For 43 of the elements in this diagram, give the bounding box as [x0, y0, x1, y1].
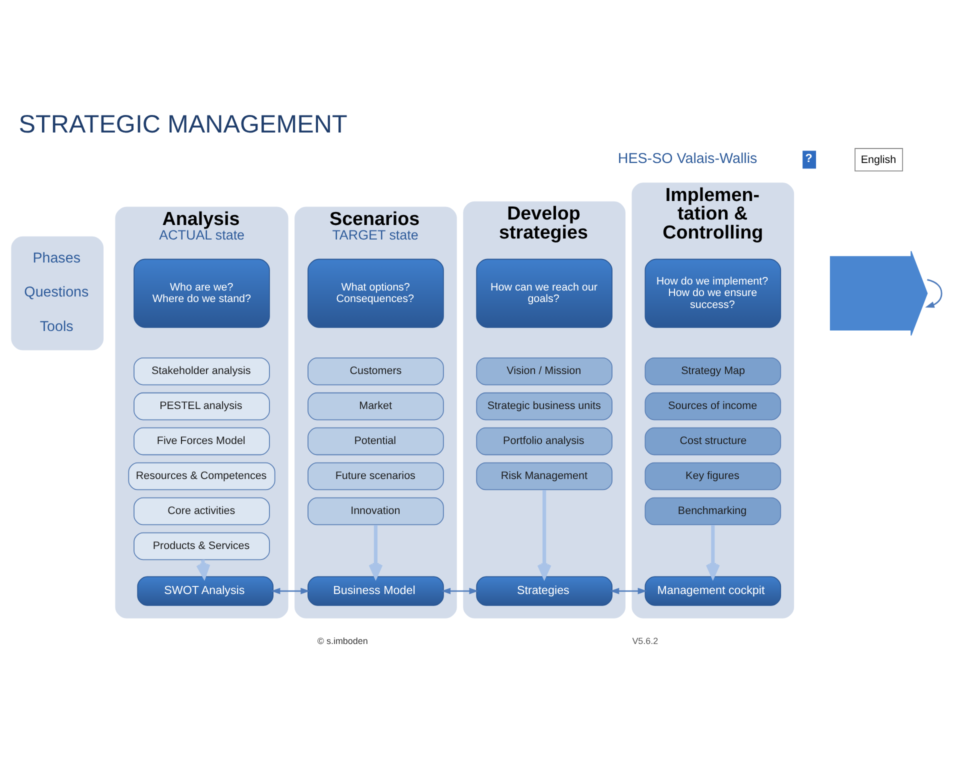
- node-arrow: [830, 250, 928, 336]
- diagram-title: STRATEGIC MANAGEMENT: [18, 110, 348, 138]
- node-box: Stakeholder analysis: [134, 356, 270, 385]
- arrow: [271, 587, 310, 594]
- node-box: Benchmarking: [644, 496, 782, 525]
- label: English: [860, 153, 896, 166]
- label: V5.6.2: [632, 635, 658, 646]
- node-box: Core activities: [134, 496, 270, 525]
- node-box: Vision / Mission: [476, 356, 612, 385]
- node-box: What options? Consequences?: [308, 258, 444, 328]
- arrow: [610, 587, 647, 594]
- node-box: Innovation: [308, 496, 444, 525]
- node-box: Business Model: [308, 576, 444, 606]
- node-box: Market: [308, 392, 444, 420]
- node-box: Phases Questions Tools: [11, 236, 104, 350]
- node-box: Strategy Map: [644, 356, 782, 385]
- arrow: [441, 587, 478, 594]
- node-box: Cost structure: [644, 426, 782, 455]
- node-box: Key figures: [644, 462, 782, 490]
- node-box: PESTEL analysis: [134, 392, 270, 420]
- arrow: [537, 490, 552, 578]
- arrow: [368, 524, 383, 578]
- node-box: Management cockpit: [644, 576, 782, 606]
- node-box: Risk Management: [476, 462, 612, 490]
- node-box: Who are we? Where do we stand?: [134, 258, 270, 328]
- arrow: [706, 524, 720, 578]
- node-box: Strategic business units: [476, 392, 612, 420]
- node-box: How do we implement? How do we ensure success?: [644, 258, 782, 328]
- node-box: SWOT Analysis: [137, 576, 274, 606]
- node-box: Resources & Competences: [128, 462, 276, 490]
- label: HES-SO Valais-Wallis: [618, 150, 758, 167]
- arrow: [925, 278, 942, 308]
- node-box: Portfolio analysis: [476, 426, 612, 455]
- node-box: Strategies: [476, 576, 612, 606]
- node-box: Products & Services: [134, 532, 270, 560]
- node-box: Customers: [308, 356, 444, 385]
- node-box: Potential: [308, 426, 444, 455]
- node-box: Future scenarios: [308, 462, 444, 490]
- label: © s.imboden: [317, 635, 368, 646]
- node-box: How can we reach our goals?: [476, 258, 612, 328]
- label: ?: [805, 151, 812, 164]
- node-box: Five Forces Model: [134, 426, 270, 455]
- node-box: Sources of income: [644, 392, 782, 420]
